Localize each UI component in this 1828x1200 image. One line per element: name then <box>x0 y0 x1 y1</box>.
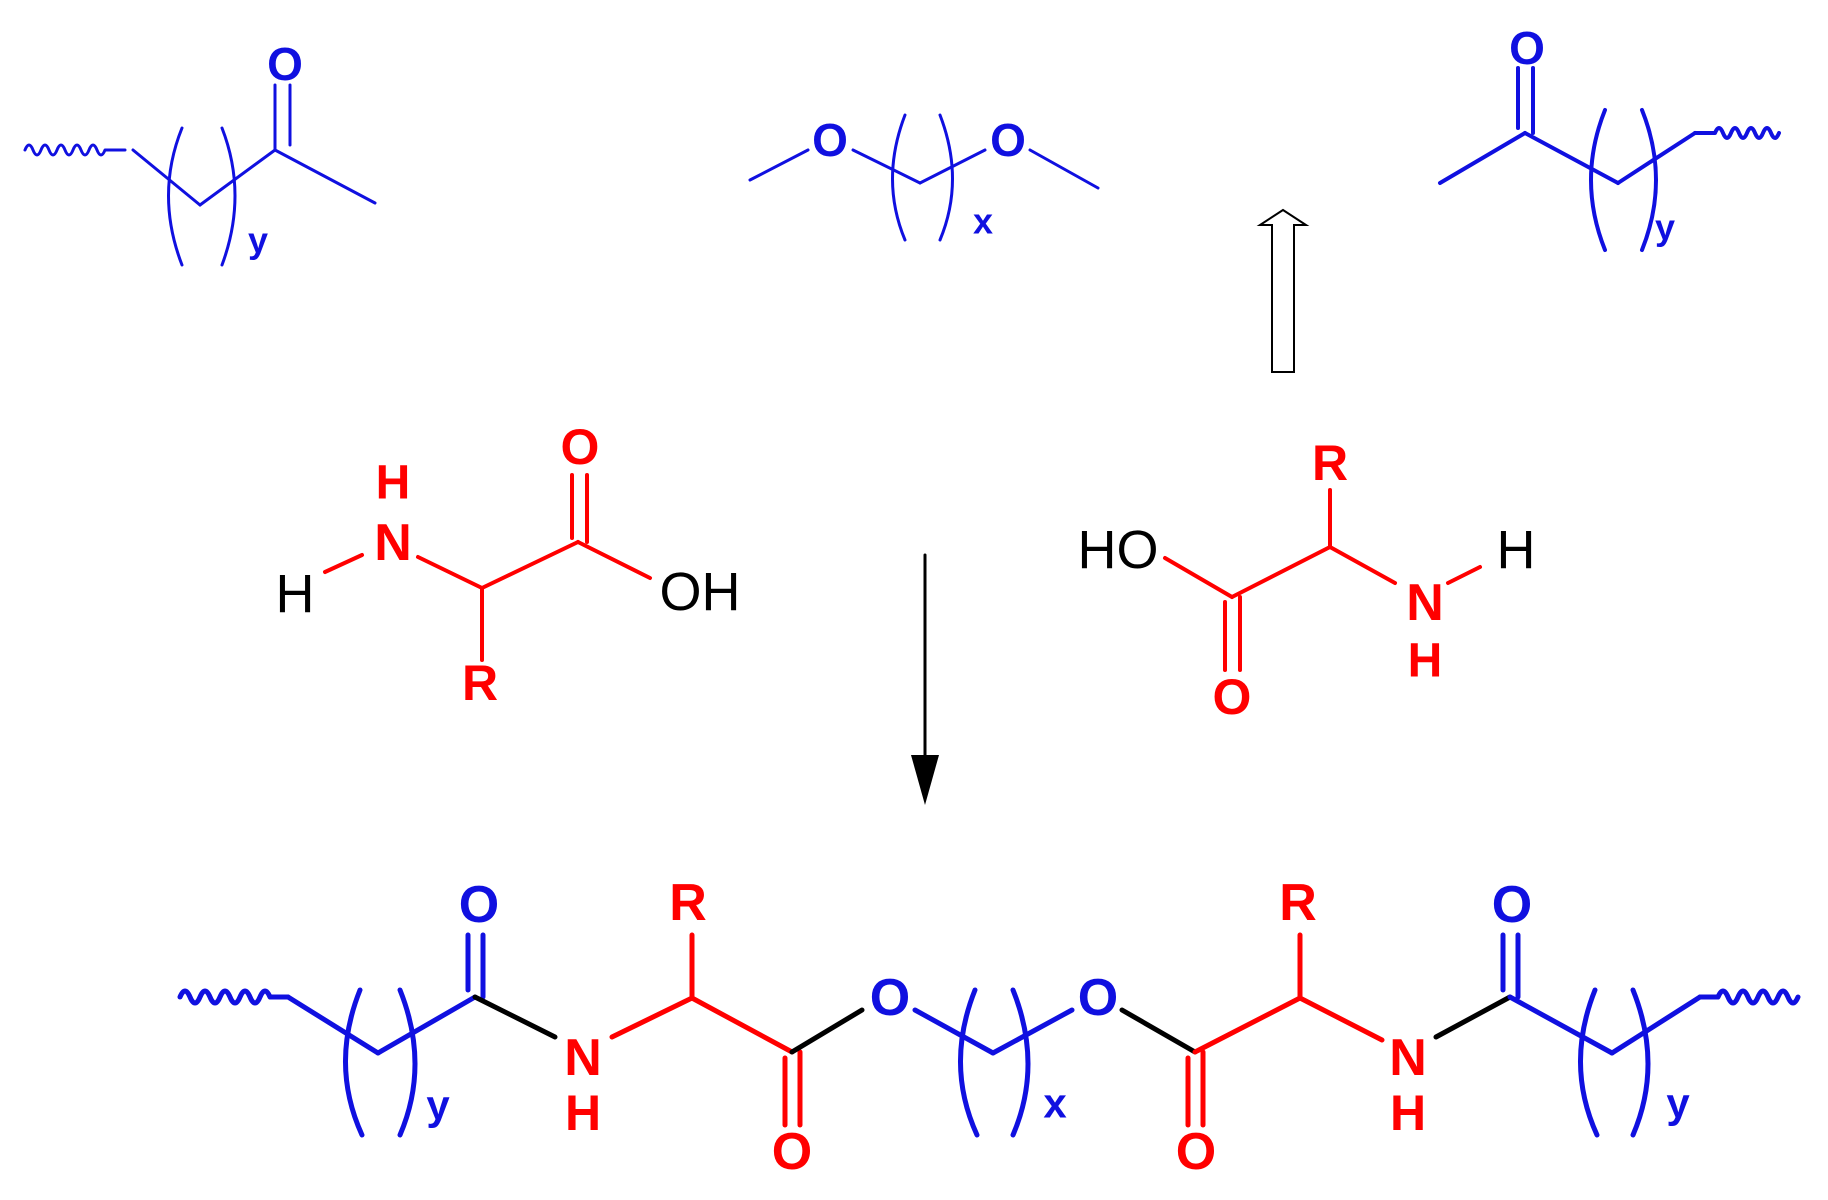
wavy-bond <box>1693 126 1781 140</box>
repeat-subscript-y: y <box>1666 1080 1690 1127</box>
carbonyl-oxygen: O <box>561 419 600 475</box>
repeat-bracket-right <box>1630 987 1651 1138</box>
open-arrow-up <box>1256 208 1310 373</box>
bond <box>748 148 810 182</box>
amine-hydrogen: H <box>1408 635 1443 688</box>
bond <box>416 555 484 590</box>
repeat-bracket-right <box>938 113 954 242</box>
acyl-fragment-top-left: O y <box>23 38 377 267</box>
repeat-bracket-right <box>220 126 237 267</box>
poly-ester-amide-product: O y N H R O O x O R O N H <box>177 874 1801 1181</box>
bond <box>912 1007 996 1056</box>
amine-hydrogen: H <box>376 457 411 510</box>
ester-bond <box>1119 1007 1198 1055</box>
repeat-bracket-left <box>167 126 184 267</box>
bond <box>273 148 377 205</box>
repeat-subscript-y: y <box>248 220 268 261</box>
bond <box>1438 131 1527 185</box>
bond <box>1230 545 1332 599</box>
bond <box>1609 994 1703 1056</box>
bond <box>131 148 202 207</box>
carbonyl-oxygen: O <box>267 38 303 90</box>
ether-oxygen-right: O <box>990 114 1026 166</box>
bond <box>1192 995 1303 1055</box>
wavy-bond <box>1697 988 1801 1006</box>
repeat-bracket-right <box>1010 987 1031 1138</box>
repeat-bracket-left <box>891 113 907 242</box>
carbonyl-oxygen: O <box>1492 876 1532 934</box>
reaction-arrow-down <box>911 553 939 805</box>
amino-acid-left: O H N R H OH <box>276 419 741 711</box>
amino-acid-right: R N H O HO H <box>1078 435 1536 725</box>
amide-nitrogen: N <box>564 1029 602 1087</box>
arrow-down-icon <box>911 755 939 805</box>
carbonyl-oxygen: O <box>1509 22 1545 74</box>
ester-bond <box>789 1007 865 1055</box>
r-group: R <box>1312 435 1348 491</box>
ester-oxygen-right: O <box>1078 969 1118 1027</box>
bond <box>990 1007 1075 1056</box>
bond <box>375 994 478 1056</box>
bond <box>198 148 277 207</box>
repeat-bracket-left <box>1589 108 1607 252</box>
repeat-bracket-left <box>958 987 980 1138</box>
repeat-bracket-right <box>397 987 418 1138</box>
bond <box>689 995 795 1055</box>
amide-bond <box>472 994 558 1040</box>
bond <box>1297 995 1385 1043</box>
hydroxyl-group: OH <box>660 562 741 622</box>
bond <box>576 540 652 580</box>
amide-hydrogen: H <box>565 1085 601 1141</box>
repeat-subscript-y: y <box>426 1082 450 1129</box>
amide-bond <box>1433 994 1513 1040</box>
repeat-subscript-x: x <box>1043 1080 1067 1127</box>
repeat-subscript-y: y <box>1655 207 1675 248</box>
bond <box>1328 545 1397 585</box>
amine-nitrogen: N <box>1406 574 1444 632</box>
repeat-bracket-right <box>1640 108 1658 252</box>
bond <box>851 148 922 185</box>
ester-oxygen-left: O <box>870 969 910 1027</box>
bond <box>1507 994 1615 1056</box>
hydroxyl-group: HO <box>1078 520 1159 580</box>
r-group: R <box>669 874 707 932</box>
diol-fragment-top-center: O O x <box>748 113 1100 242</box>
n-h-bond <box>323 553 364 574</box>
repeat-bracket-left <box>1578 987 1600 1138</box>
terminal-hydrogen: H <box>276 564 315 624</box>
bond <box>1163 556 1234 599</box>
repeat-subscript-x: x <box>973 201 993 242</box>
carbonyl-oxygen: O <box>1176 1123 1216 1181</box>
amine-nitrogen: N <box>374 514 412 572</box>
amide-hydrogen: H <box>1390 1085 1426 1141</box>
bond <box>1028 148 1100 190</box>
carbonyl-oxygen: O <box>1213 669 1252 725</box>
ether-oxygen-left: O <box>812 114 848 166</box>
acyl-fragment-top-right: O y <box>1438 22 1781 252</box>
n-h-bond <box>1446 565 1482 585</box>
bond <box>609 995 695 1040</box>
r-group: R <box>462 655 498 711</box>
terminal-hydrogen: H <box>1497 520 1536 580</box>
carbonyl-oxygen: O <box>772 1123 812 1181</box>
wavy-bond <box>23 143 127 157</box>
repeat-bracket-left <box>343 987 365 1138</box>
amide-nitrogen: N <box>1389 1029 1427 1087</box>
bond <box>285 994 381 1056</box>
bond <box>480 540 580 590</box>
bond <box>1523 131 1620 185</box>
arrow-up-icon <box>1256 208 1310 373</box>
carbonyl-oxygen: O <box>459 876 499 934</box>
wavy-bond <box>177 988 291 1006</box>
r-group: R <box>1279 874 1317 932</box>
